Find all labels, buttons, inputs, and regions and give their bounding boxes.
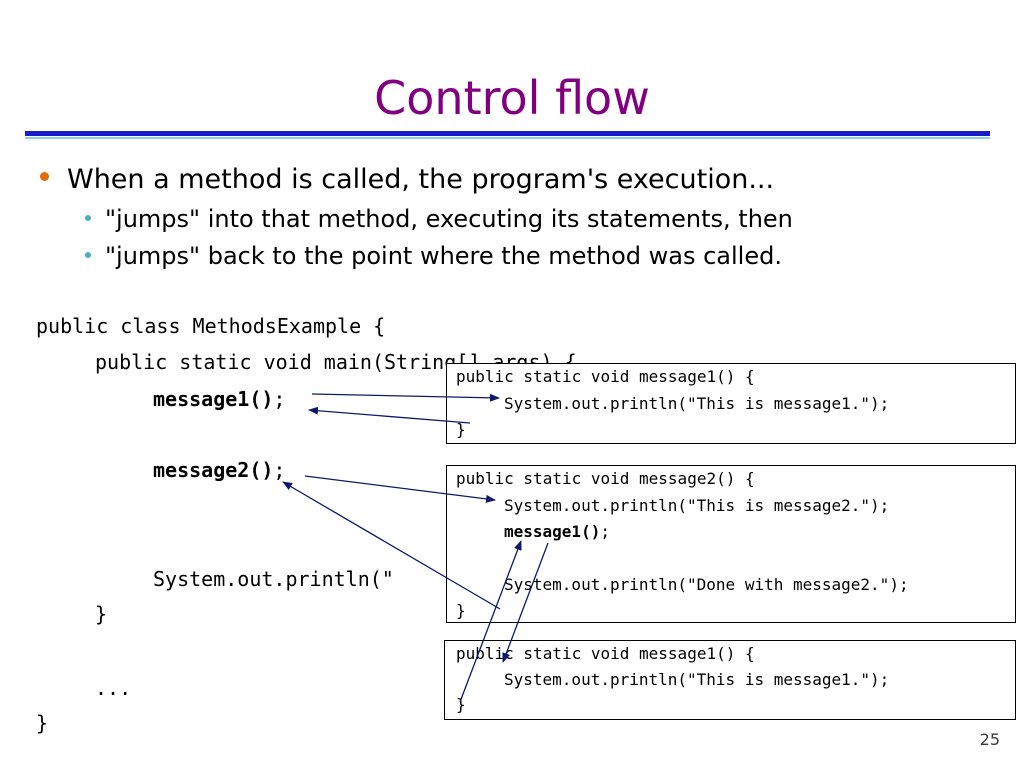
sub-bullet-icon [85,215,91,221]
call-message1-name: message1() [153,387,274,411]
box-code-line: System.out.println("This is message1."); [504,670,890,689]
call-message2-name: message2() [153,458,274,482]
call-message2-semicolon: ; [273,458,286,482]
code-class-declaration: public class MethodsExample { [36,314,386,338]
box-call-message1-semicolon: ; [600,522,610,541]
message2-method-box: public static void message2() { System.o… [446,465,1016,623]
box-code-line: System.out.println("This is message2."); [504,496,890,515]
title-divider [25,131,990,136]
box-code-line: public static void message2() { [456,469,755,488]
sub-bullet-text: "jumps" back to the point where the meth… [105,242,782,270]
code-main-close: } [95,602,108,626]
sub-bullet: "jumps" into that method, executing its … [85,203,793,235]
sub-bullet-text: "jumps" into that method, executing its … [105,205,793,233]
message1-method-box: public static void message1() { System.o… [446,363,1016,444]
box-code-line: System.out.println("This is message1."); [504,394,890,413]
box-code-line: } [456,420,466,439]
code-call-message2: message2(); [153,458,285,482]
box-code-line: public static void message1() { [456,367,755,386]
title-divider-accent [25,137,990,139]
code-class-close: } [36,711,49,735]
code-println-statement: System.out.println(" [153,567,394,591]
box-code-line: public static void message1() { [456,644,755,663]
box-code-line: } [456,695,466,714]
page-number: 25 [979,730,1000,749]
sub-bullet: "jumps" back to the point where the meth… [85,240,782,272]
box-code-line: } [456,601,466,620]
bullet-text: When a method is called, the program's e… [67,164,775,195]
code-call-message1: message1(); [153,387,285,411]
box-code-call: message1(); [504,522,610,542]
box-call-message1-name: message1() [504,522,601,541]
bullet-icon [40,172,49,181]
slide-title: Control flow [374,71,650,125]
sub-bullet-icon [85,252,91,258]
call-message1-semicolon: ; [273,387,286,411]
bullet-level1: When a method is called, the program's e… [40,162,774,198]
box-code-line: System.out.println("Done with message2."… [504,575,909,594]
code-ellipsis: ... [95,676,132,700]
message1-method-box-second: public static void message1() { System.o… [444,640,1016,720]
